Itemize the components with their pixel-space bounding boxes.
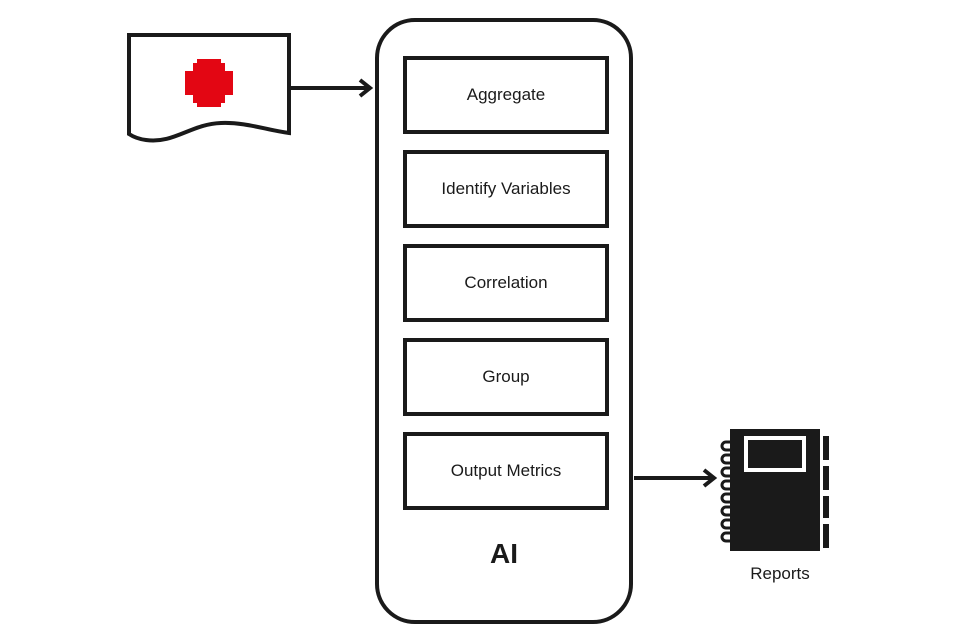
spiral-binding — [720, 440, 734, 543]
step-aggregate: Aggregate — [403, 56, 609, 134]
ai-label: AI — [490, 538, 518, 569]
step-label: Group — [482, 367, 530, 386]
output-arrow — [634, 468, 718, 488]
step-label: Correlation — [464, 273, 548, 292]
ai-process-block: Aggregate Identify Variables Correlation… — [375, 18, 633, 624]
notebook-icon — [720, 429, 829, 551]
step-label: Aggregate — [466, 85, 546, 104]
medical-document-icon — [127, 33, 291, 143]
step-group: Group — [403, 338, 609, 416]
step-output-metrics: Output Metrics — [403, 432, 609, 510]
step-label: Output Metrics — [450, 461, 562, 480]
step-label: Identify Variables — [441, 179, 571, 198]
reports-label: Reports — [750, 564, 810, 583]
step-identify-variables: Identify Variables — [403, 150, 609, 228]
red-cross-icon — [185, 59, 233, 107]
index-tabs — [823, 436, 829, 548]
step-correlation: Correlation — [403, 244, 609, 322]
input-arrow — [290, 78, 374, 98]
